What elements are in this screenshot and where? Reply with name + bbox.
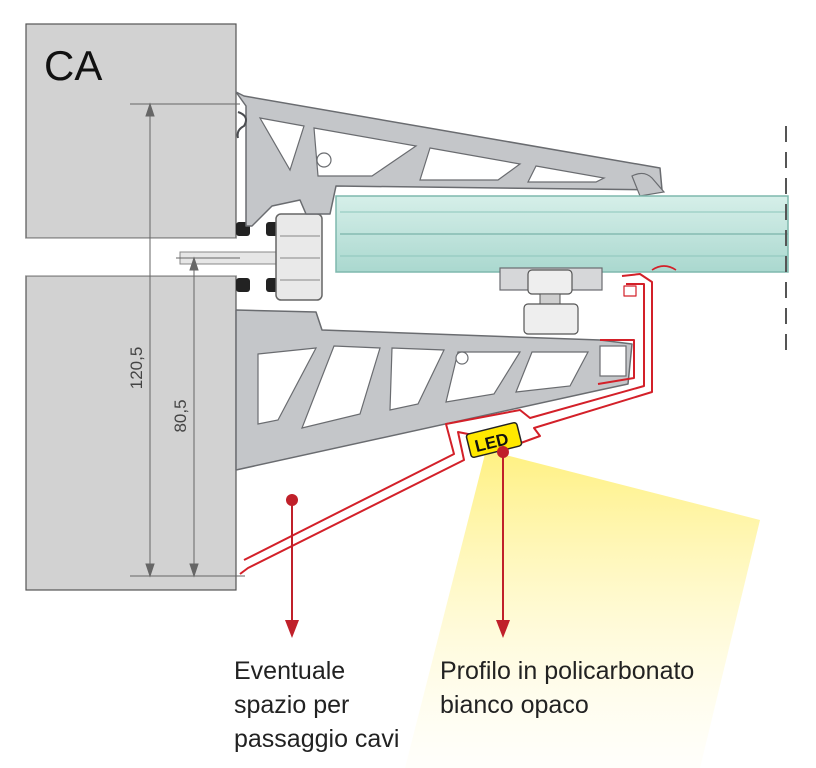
glass-panel: [335, 195, 789, 273]
cable-space-line-3: passaggio cavi: [234, 725, 400, 753]
light-beam: [405, 450, 760, 768]
wall-label: CA: [44, 42, 102, 89]
concrete-wall: [25, 23, 237, 591]
dimension-inner-label: 80,5: [171, 399, 190, 432]
dimension-outer-label: 120,5: [127, 347, 146, 390]
polycarbonate-profile: [239, 265, 677, 575]
cable-space-annotation: Eventuale spazio per passaggio cavi: [234, 654, 399, 756]
glass-support: [499, 267, 603, 335]
aluminium-profile-upper: [235, 91, 666, 227]
profile-line-1: Profilo in policarbonato: [440, 657, 695, 685]
cable-space-line-2: spazio per: [234, 691, 350, 719]
profile-annotation: Profilo in policarbonato bianco opaco: [440, 654, 694, 722]
aluminium-profile-lower: [235, 309, 633, 471]
dimension-lines: [130, 102, 245, 578]
callout-arrows: [285, 446, 510, 638]
cable-space-line-1: Eventuale: [234, 657, 346, 685]
profile-line-2: bianco opaco: [440, 691, 589, 719]
